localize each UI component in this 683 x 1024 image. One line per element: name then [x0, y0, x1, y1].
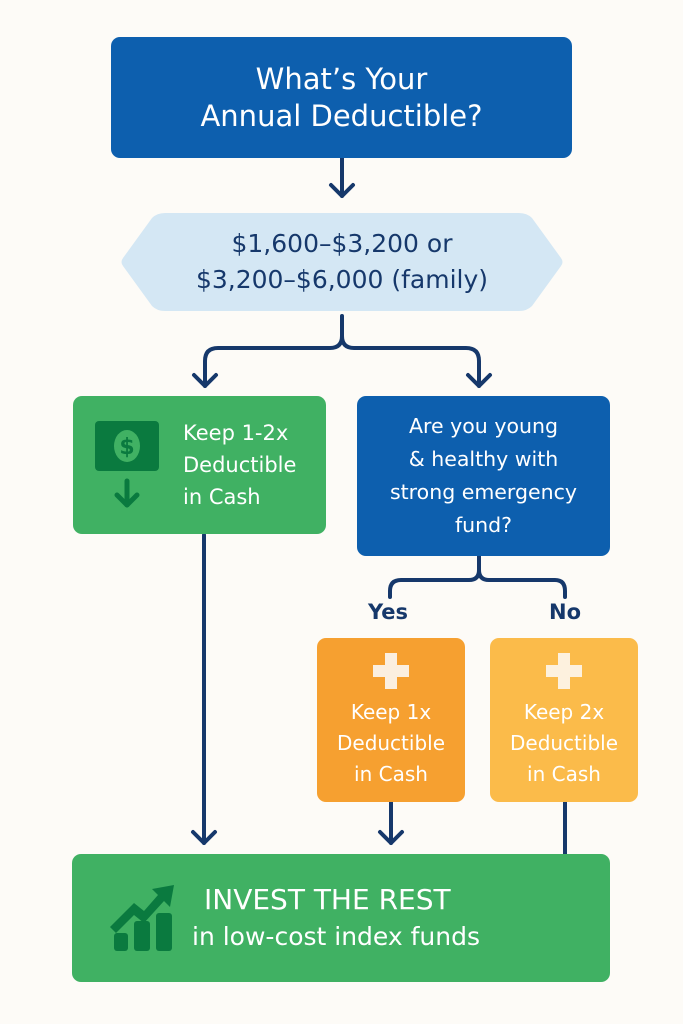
invest-the-rest-box: INVEST THE REST in low-cost index funds	[72, 854, 610, 982]
keep-1-2x-line-3: in Cash	[183, 485, 261, 509]
plus-icon	[546, 652, 582, 689]
keep-1-2x-line-1: Keep 1-2x	[183, 421, 289, 445]
keep-2x-box: Keep 2x Deductible in Cash	[490, 638, 638, 802]
deductible-question-box: What’s Your Annual Deductible?	[111, 37, 572, 158]
question-line-1: Are you young	[409, 414, 558, 438]
growth-chart-icon	[110, 885, 174, 951]
keep-1-2x-box: $ Keep 1-2x Deductible in Cash	[73, 396, 326, 534]
plus-icon	[373, 652, 409, 689]
question-line-4: fund?	[454, 513, 513, 537]
title-line-1: What’s Your	[255, 61, 428, 96]
deductible-range-hexagon	[121, 213, 563, 311]
keep-2x-line-3: in Cash	[527, 761, 601, 786]
keep-1x-line-1: Keep 1x	[350, 699, 432, 724]
yes-label: Yes	[368, 600, 409, 624]
question-line-2: & healthy with	[408, 447, 559, 471]
title-line-2: Annual Deductible?	[200, 98, 483, 133]
keep-1x-box: Keep 1x Deductible in Cash	[317, 638, 465, 802]
question-line-3: strong emergency	[389, 480, 578, 504]
svg-text:$: $	[119, 435, 134, 460]
keep-1x-line-2: Deductible	[336, 730, 446, 755]
no-label: No	[549, 600, 582, 624]
range-line-1: $1,600–$3,200 or	[231, 229, 453, 258]
range-line-2: $3,200–$6,000 (family)	[195, 265, 489, 294]
invest-subtitle: in low-cost index funds	[192, 922, 480, 951]
keep-2x-line-1: Keep 2x	[523, 699, 605, 724]
keep-1-2x-line-2: Deductible	[183, 453, 297, 477]
emergency-fund-question-box: Are you young & healthy with strong emer…	[357, 396, 610, 556]
deductible-range-text: $1,600–$3,200 or $3,200–$6,000 (family)	[119, 209, 565, 315]
invest-title: INVEST THE REST	[204, 883, 451, 916]
money-down-icon: $	[95, 421, 159, 508]
keep-2x-line-2: Deductible	[509, 730, 619, 755]
keep-1x-line-3: in Cash	[354, 761, 428, 786]
